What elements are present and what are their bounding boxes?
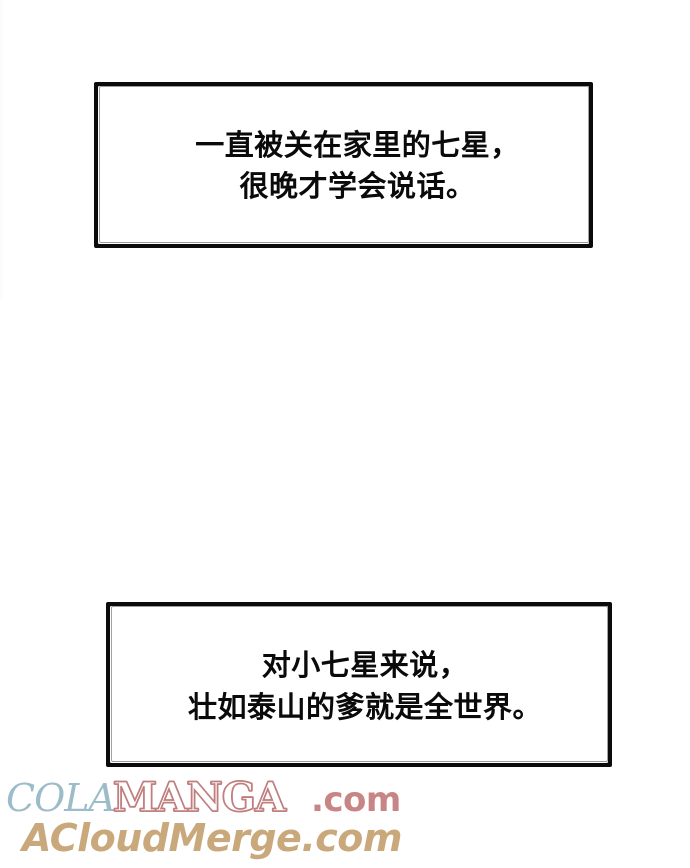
narration-panel-1: 一直被关在家里的七星， 很晚才学会说话。: [94, 82, 593, 248]
watermark-colamanga: COLAMANGA .com: [6, 776, 401, 820]
left-edge-artifact: [0, 0, 3, 300]
watermark-group: COLAMANGA .com ACloudMerge.com: [0, 776, 690, 868]
watermark-dotcom-text: .com: [310, 780, 401, 820]
watermark-acloudmerge-text: ACloudMerge.com: [22, 816, 402, 860]
narration-panel-2-text: 对小七星来说， 壮如泰山的爹就是全世界。: [187, 648, 542, 724]
watermark-manga-text: MANGA: [112, 774, 287, 821]
watermark-cola-text: COLA: [6, 776, 116, 820]
narration-panel-2: 对小七星来说， 壮如泰山的爹就是全世界。: [106, 602, 612, 767]
narration-panel-1-text: 一直被关在家里的七星， 很晚才学会说话。: [195, 127, 520, 203]
